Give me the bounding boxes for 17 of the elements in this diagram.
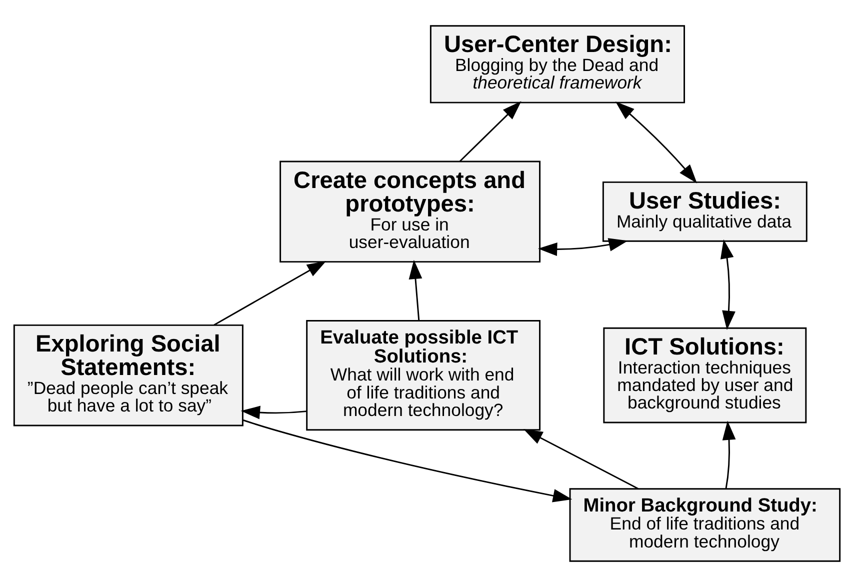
arrow bbox=[722, 420, 736, 488]
arrow bbox=[408, 259, 422, 320]
node-box: Evaluate possible ICT Solutions: What will work with end of life traditions and modern technology? bbox=[306, 320, 541, 430]
arrow bbox=[240, 405, 306, 419]
arrow bbox=[615, 101, 698, 183]
node-box: Minor Background Study: End of life traditions and modern technology bbox=[569, 488, 841, 562]
arrow bbox=[214, 260, 326, 326]
node-box: ICT Solutions: Interaction techniques mandated by user and background studies bbox=[603, 326, 807, 423]
arrow bbox=[242, 418, 572, 502]
node-box: User Studies: Mainly qualitative data bbox=[602, 180, 808, 242]
node-box: Create concepts and prototypes: For use in user-evaluation bbox=[280, 160, 541, 262]
node-box: Exploring Social Statements: ”Dead people can’t speak but have a lot to say” bbox=[13, 324, 244, 426]
node-box: User-Center Design: Blogging by the Dead and theoretical framework bbox=[430, 24, 686, 103]
arrow bbox=[720, 238, 736, 330]
arrow bbox=[538, 238, 628, 256]
arrow bbox=[459, 100, 522, 162]
arrow bbox=[523, 428, 639, 489]
